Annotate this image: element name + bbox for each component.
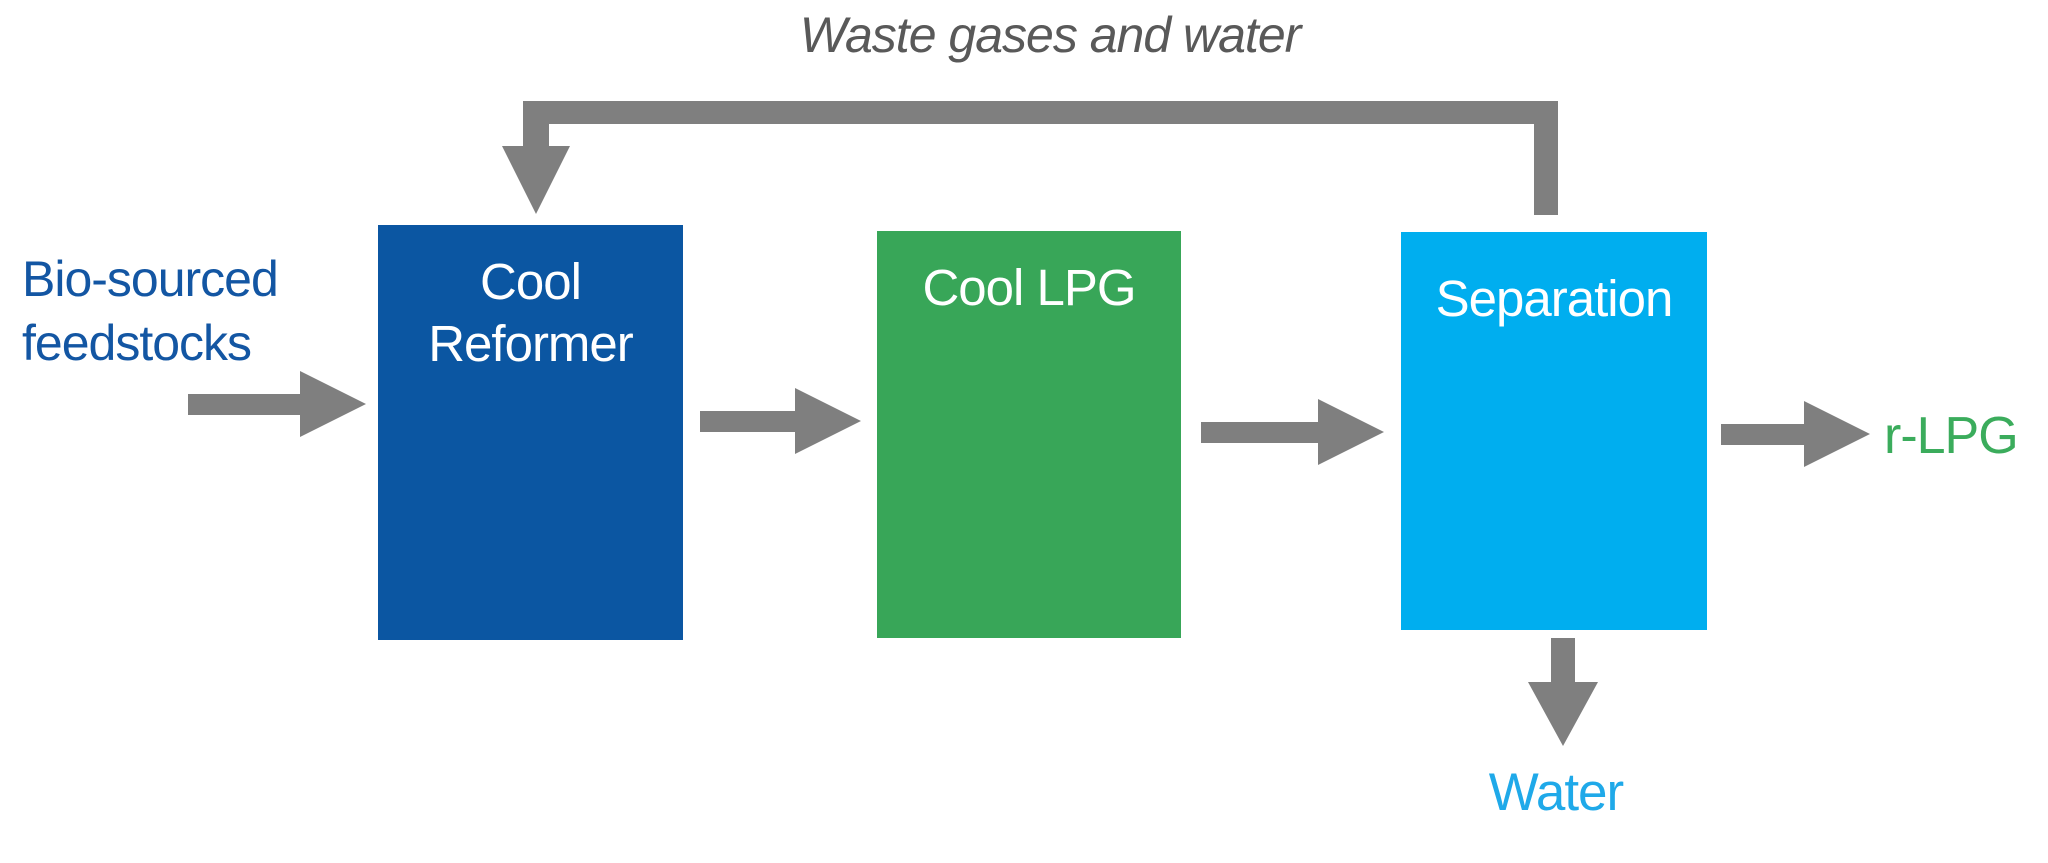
arrow-feedstock-to-reformer-head-icon xyxy=(300,371,366,437)
arrow-separation-to-water-shaft xyxy=(1551,638,1575,682)
arrow-lpg-to-separation-shaft xyxy=(1201,422,1318,443)
input-feedstock-line2: feedstocks xyxy=(22,315,252,371)
node-cool-lpg: Cool LPG xyxy=(877,231,1181,638)
recycle-pipe-right-vertical xyxy=(1534,101,1558,215)
arrow-reformer-to-lpg-shaft xyxy=(700,411,795,432)
arrow-lpg-to-separation-head-icon xyxy=(1318,399,1384,465)
arrow-separation-to-rlpg-shaft xyxy=(1721,424,1804,445)
node-separation: Separation xyxy=(1401,232,1707,630)
recycle-pipe-left-vertical xyxy=(523,101,549,148)
recycle-stream-label: Waste gases and water xyxy=(799,7,1302,63)
input-feedstock-label: Bio-sourced feedstocks xyxy=(22,247,279,375)
arrow-feedstock-to-reformer-shaft xyxy=(188,394,300,415)
input-feedstock-line1: Bio-sourced xyxy=(22,251,279,307)
byproduct-water-label: Water xyxy=(1488,763,1624,822)
node-separation-label: Separation xyxy=(1435,270,1674,327)
node-cool-lpg-label: Cool LPG xyxy=(922,259,1136,316)
node-cool-reformer-label-line2: Reformer xyxy=(428,315,634,372)
arrow-separation-to-water-head-icon xyxy=(1528,682,1598,746)
recycle-arrowhead-down-icon xyxy=(502,146,570,214)
arrow-separation-to-rlpg-head-icon xyxy=(1804,401,1870,467)
node-cool-reformer: Cool Reformer xyxy=(378,225,683,640)
arrow-reformer-to-lpg-head-icon xyxy=(795,388,861,454)
recycle-pipe-horizontal xyxy=(523,101,1558,124)
output-rlpg-label: r-LPG xyxy=(1884,407,2019,465)
node-cool-reformer-label-line1: Cool xyxy=(480,253,582,310)
